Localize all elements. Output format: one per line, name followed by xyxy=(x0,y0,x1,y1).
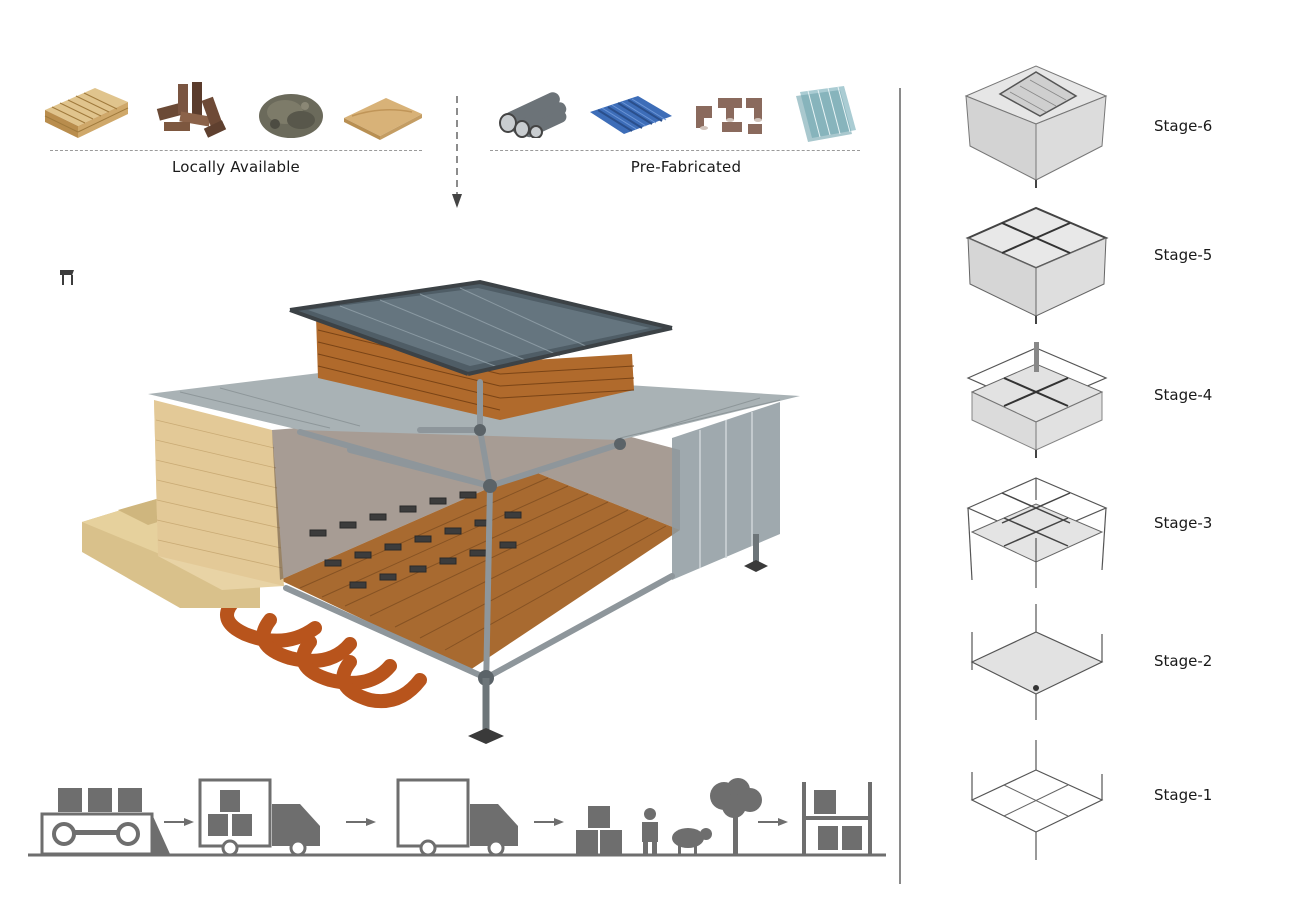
materials-prefab-group: Pre-Fabricated xyxy=(488,78,864,178)
stage-1-label: Stage-1 xyxy=(1154,786,1213,804)
section-divider xyxy=(899,88,901,884)
local-dash-line xyxy=(50,150,422,151)
timber-floor xyxy=(280,470,680,670)
pipe-fittings-icon xyxy=(696,98,762,134)
polycarbonate-panel-icon xyxy=(796,86,856,142)
down-arrow-icon xyxy=(452,96,462,208)
stage-6-label: Stage-6 xyxy=(1154,117,1213,135)
steel-frame xyxy=(283,379,675,693)
empty-truck-icon xyxy=(396,778,518,857)
prefab-materials-label: Pre-Fabricated xyxy=(630,158,742,176)
heating-pipe-coils xyxy=(220,593,427,708)
straw-fibre-icon xyxy=(259,94,323,138)
timber-planks-icon xyxy=(44,88,129,138)
loaded-truck-icon xyxy=(198,778,320,857)
storage-shelf-icon xyxy=(802,782,872,854)
timber-blocks-icon xyxy=(156,82,227,138)
stage-1-diagram xyxy=(970,740,1104,860)
factory-conveyor-icon xyxy=(40,788,170,856)
local-materials-label: Locally Available xyxy=(172,158,300,176)
stage-4-label: Stage-4 xyxy=(1154,386,1213,404)
steel-pipes-icon xyxy=(499,92,567,138)
column-base-plate xyxy=(468,728,504,744)
boxes-person-sheep-tree-icon xyxy=(576,778,762,854)
stage-3-label: Stage-3 xyxy=(1154,514,1213,532)
prefab-dash-line xyxy=(490,150,860,151)
stage-5-diagram xyxy=(965,206,1109,324)
corrugated-sheet-icon xyxy=(590,96,672,134)
stage-4-diagram xyxy=(966,342,1108,458)
classroom-shelter-illustration xyxy=(60,270,800,744)
classroom-chairs xyxy=(60,270,74,285)
process-flow-strip xyxy=(28,778,886,857)
stage-6-diagram xyxy=(964,65,1108,188)
stage-2-label: Stage-2 xyxy=(1154,652,1213,670)
stage-2-diagram xyxy=(970,604,1104,720)
stage-5-label: Stage-5 xyxy=(1154,246,1213,264)
jute-fabric-icon xyxy=(344,98,422,140)
stage-3-diagram xyxy=(966,477,1108,588)
materials-local-group: Locally Available xyxy=(40,78,430,178)
